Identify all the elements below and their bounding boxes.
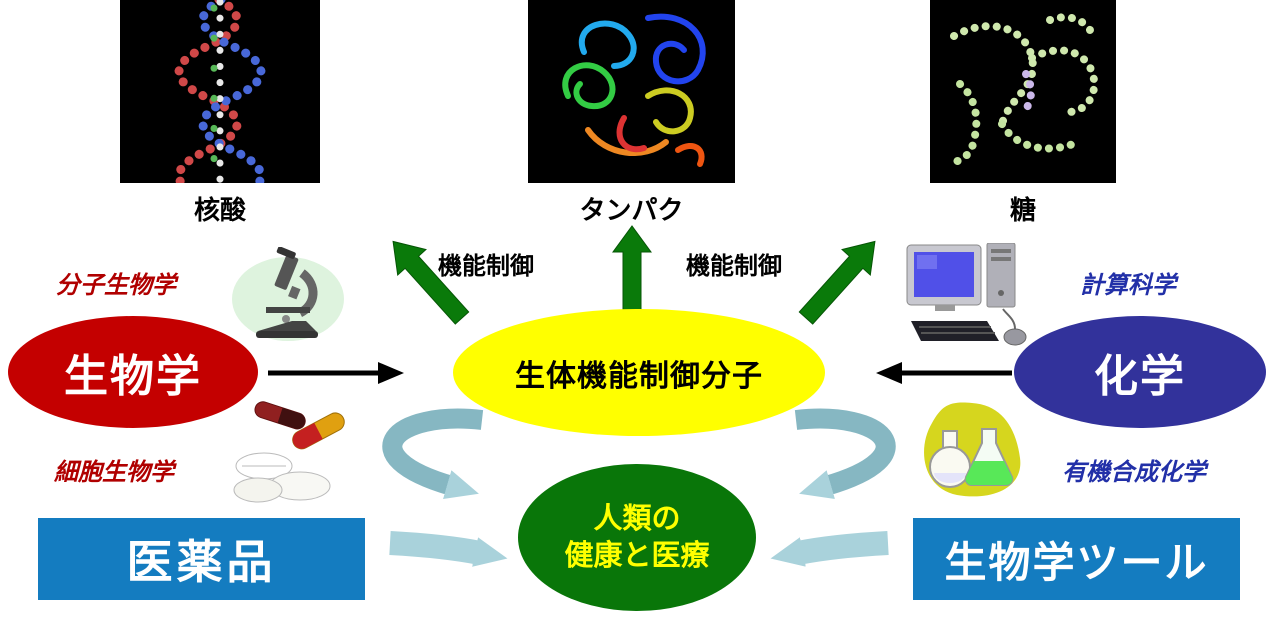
teal-arrow-upper-left	[382, 408, 484, 500]
flasks-icon	[912, 393, 1030, 501]
molecular-biology-label: 分子生物学	[56, 272, 176, 299]
function-control-label-left: 機能制御	[438, 253, 534, 280]
biology-tools-label: 生物学ツール	[944, 538, 1209, 586]
chemistry-ellipse: 化学	[1014, 316, 1266, 428]
biology-ellipse: 生物学	[8, 316, 258, 428]
green-arrow-to-sugar	[798, 240, 876, 325]
center-molecule-label: 生体機能制御分子	[515, 359, 763, 393]
teal-arrow-lower-right	[770, 531, 889, 567]
sugar-image	[930, 0, 1116, 183]
cell-biology-label: 細胞生物学	[54, 459, 174, 486]
chemistry-label: 化学	[1094, 352, 1186, 401]
dna-image	[120, 0, 320, 183]
center-molecule-ellipse: 生体機能制御分子	[453, 309, 825, 436]
goal-label-line2: 健康と医療	[564, 539, 710, 572]
biology-label: 生物学	[64, 352, 202, 401]
protein-art	[528, 0, 735, 183]
teal-arrow-upper-right	[794, 408, 896, 500]
biology-tools-box: 生物学ツール	[913, 518, 1240, 600]
dna-label: 核酸	[193, 195, 246, 225]
computer-icon	[903, 243, 1035, 351]
green-arrow-to-protein	[612, 225, 652, 313]
protein-image	[528, 0, 735, 183]
sugar-label: 糖	[1009, 195, 1036, 225]
organic-synthesis-label: 有機合成化学	[1062, 459, 1206, 486]
teal-arrow-lower-left	[389, 531, 508, 567]
goal-label-line1: 人類の	[593, 503, 681, 536]
goal-ellipse: 人類の 健康と医療	[518, 464, 756, 611]
pharmaceuticals-box: 医薬品	[38, 518, 365, 600]
sugar-art	[930, 0, 1116, 183]
pharmaceuticals-label: 医薬品	[126, 536, 277, 588]
protein-label: タンパク	[579, 195, 684, 225]
pills-icon	[222, 388, 362, 510]
function-control-label-right: 機能制御	[686, 253, 782, 280]
dna-art	[120, 0, 320, 183]
microscope-icon	[228, 247, 346, 347]
computational-science-label: 計算科学	[1080, 272, 1176, 299]
